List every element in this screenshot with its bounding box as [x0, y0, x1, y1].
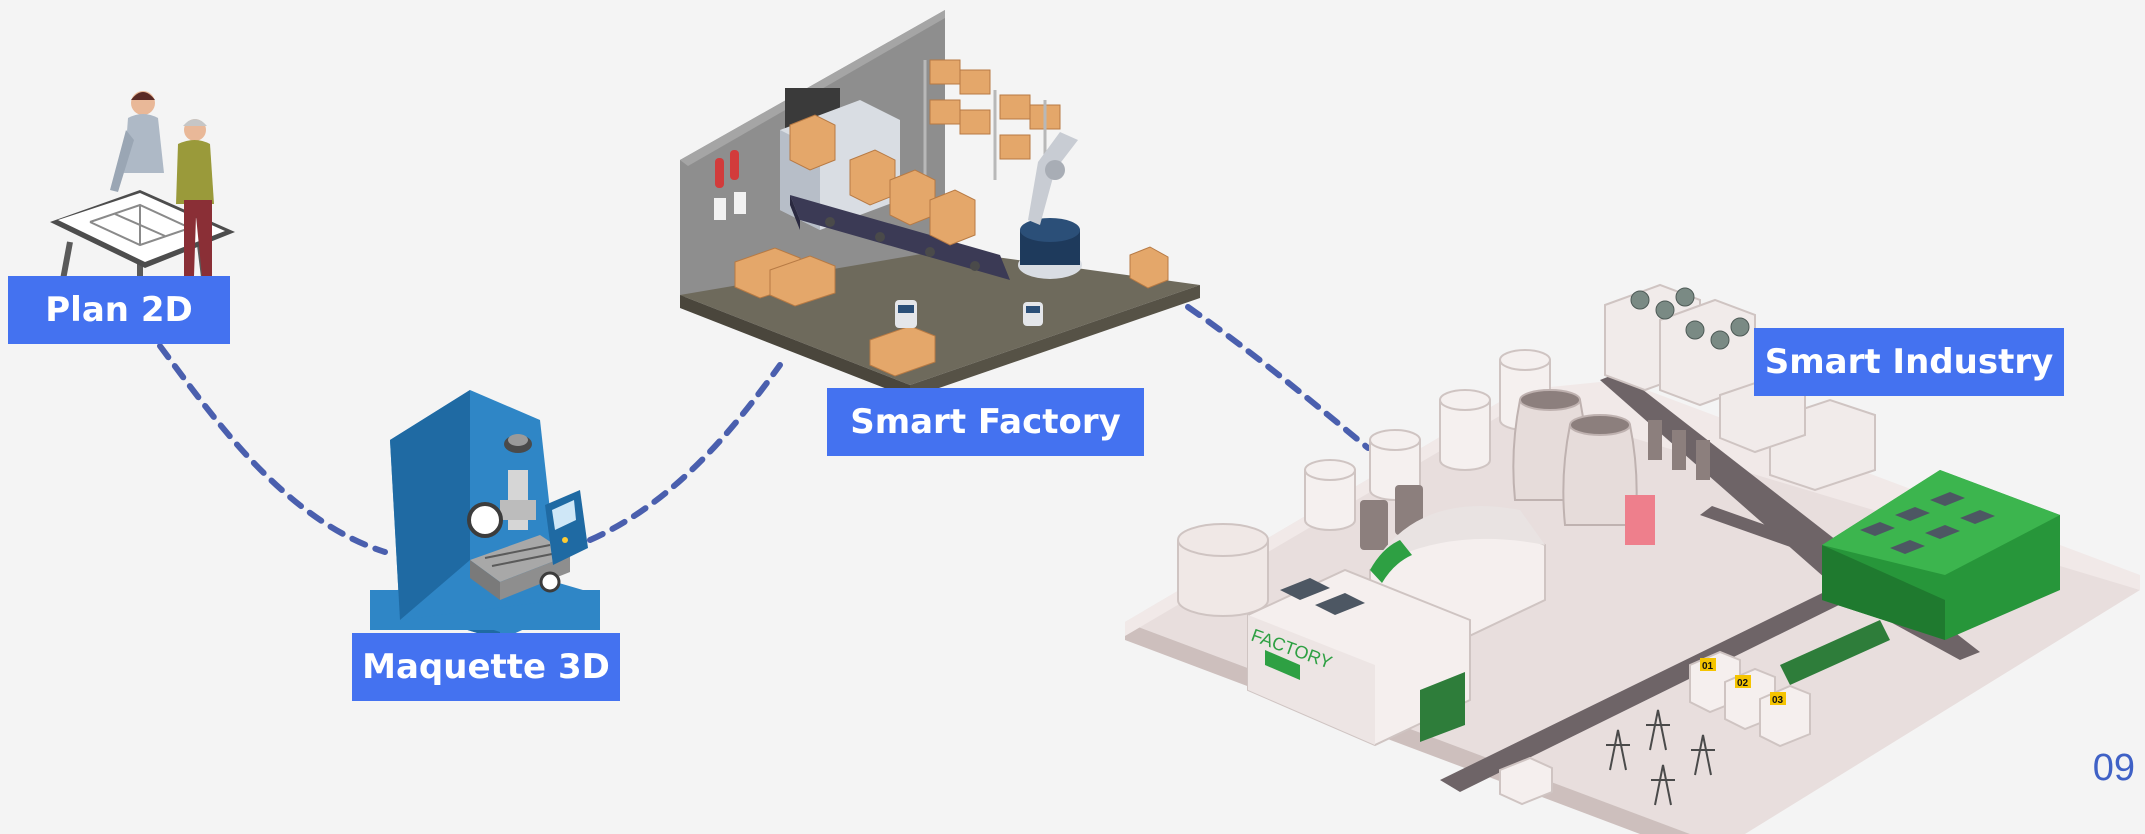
plan-2d-illustration — [50, 91, 235, 290]
plan-2d-label: Plan 2D — [8, 276, 230, 344]
page-number: 09 — [2092, 747, 2135, 789]
connector-factory-to-industry — [1185, 304, 1371, 451]
smart-industry-illustration: FACTORY — [1125, 283, 2140, 834]
bay-01-label: 01 — [1702, 661, 1714, 672]
smart-factory-illustration — [680, 10, 1200, 398]
maquette-3d-label: Maquette 3D — [352, 633, 620, 701]
bay-03-label: 03 — [1772, 695, 1784, 706]
bay-02-label: 02 — [1737, 678, 1749, 689]
smart-factory-label: Smart Factory — [827, 388, 1144, 456]
connector-plan-to-maquette — [157, 343, 388, 555]
connector-maquette-to-factory — [587, 362, 783, 543]
maquette-3d-illustration — [370, 390, 600, 640]
smart-industry-label: Smart Industry — [1754, 328, 2064, 396]
